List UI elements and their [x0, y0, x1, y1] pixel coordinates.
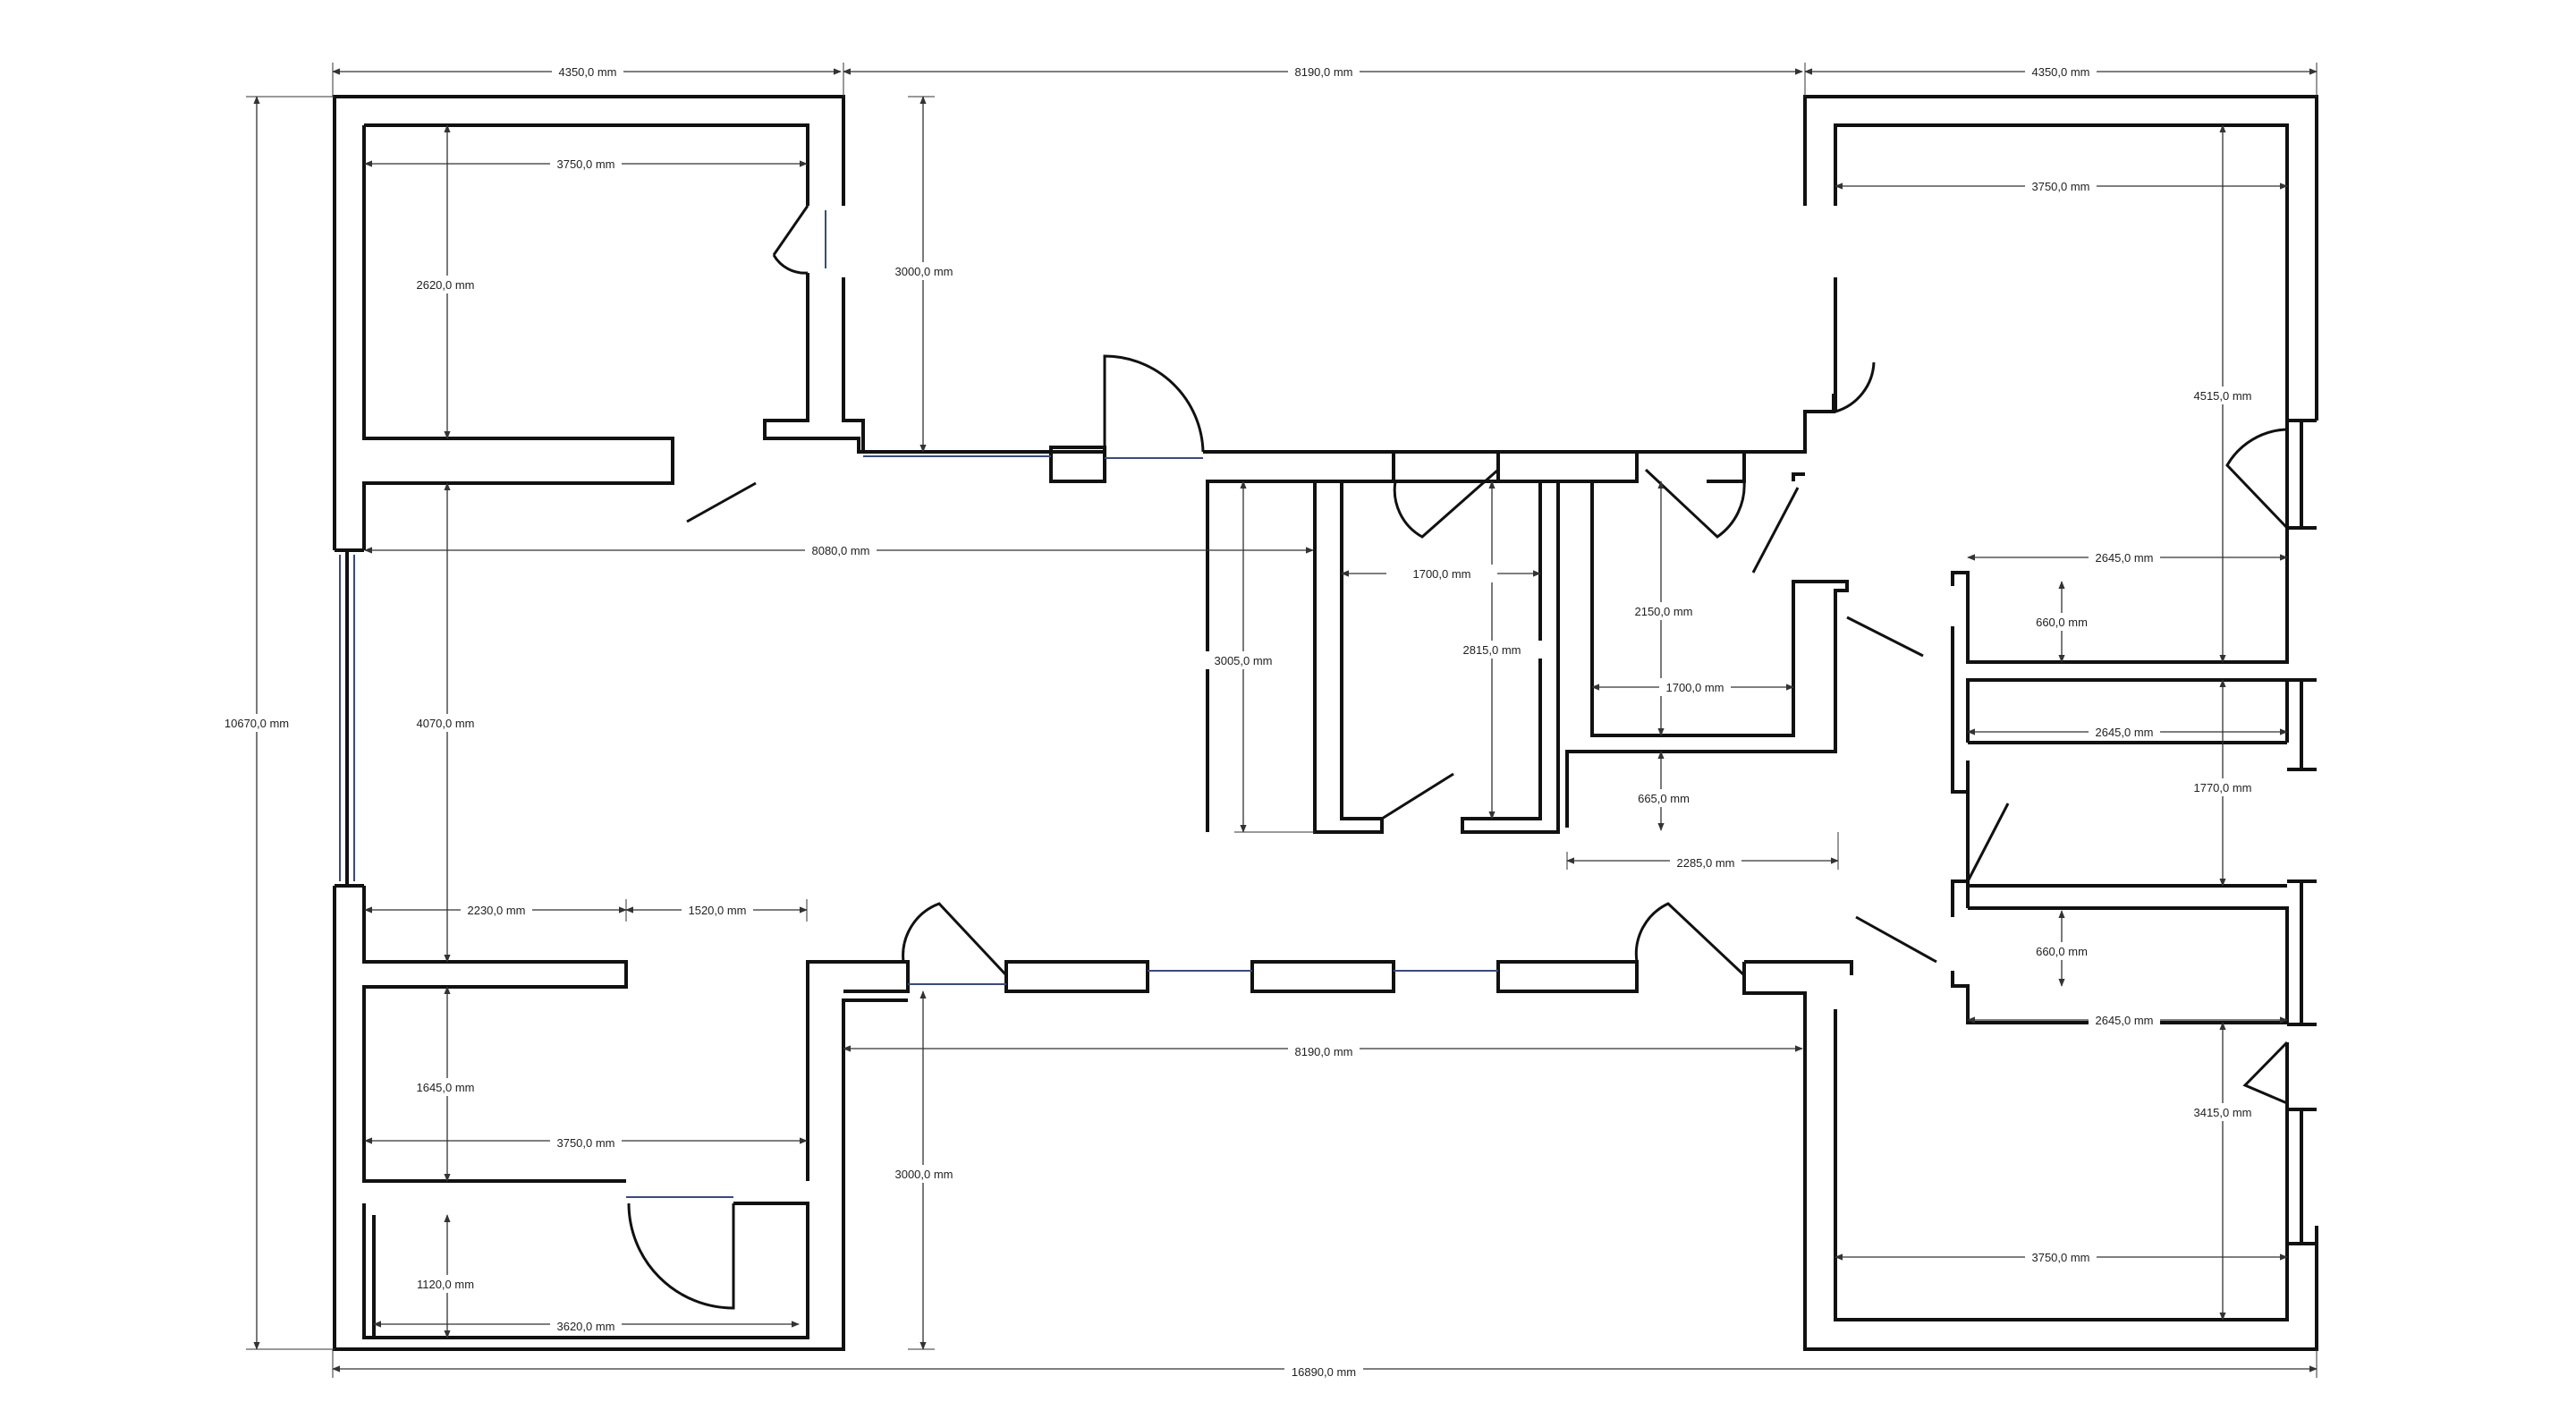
north-corridor-wall-4	[1637, 450, 1746, 483]
windows	[339, 210, 1498, 1198]
door-closet2	[1966, 803, 2010, 882]
dim-label-storage-width: 3620,0 mm	[556, 1320, 614, 1333]
door-se-north	[1855, 915, 1937, 964]
dim-label-north-recess: 3000,0 mm	[894, 265, 953, 278]
south-corridor-wall-2	[1004, 960, 1149, 993]
door-west-hall	[686, 481, 757, 523]
north-corridor-wall-2	[1394, 450, 1500, 483]
dim-label-living-width: 8080,0 mm	[811, 544, 869, 557]
dim-label-closet1-depth: 660,0 mm	[2036, 616, 2088, 629]
dim-label-hall-offset: 665,0 mm	[1638, 792, 1690, 805]
dimension-labels: 4350,0 mm 8190,0 mm 4350,0 mm 3750,0 mm …	[194, 63, 2278, 1381]
bath1-east-wall	[1461, 480, 1560, 834]
south-corridor-wall-3	[1250, 960, 1395, 993]
door-bath1-lower	[1381, 772, 1454, 820]
dim-label-bath1-width: 1700,0 mm	[1412, 567, 1470, 581]
door-ne-east	[2225, 428, 2289, 530]
north-window-jambs	[1049, 446, 1106, 483]
se-room-wall	[1951, 879, 1970, 917]
door-hall-north	[1751, 487, 1800, 574]
dim-label-top-left: 4350,0 mm	[558, 65, 616, 79]
dim-label-storage-height: 1120,0 mm	[417, 1278, 474, 1291]
door-entry	[1103, 354, 1205, 453]
west-wing-outer-wall-lower	[333, 886, 908, 1351]
dim-label-south-center: 8190,0 mm	[1294, 1045, 1352, 1058]
west-facade-wall	[335, 548, 364, 888]
closet2-wall	[1966, 678, 2289, 744]
dim-label-ne-width: 3750,0 mm	[2031, 180, 2089, 193]
bath2-east-wall	[1742, 472, 1805, 483]
window-north	[863, 455, 1203, 459]
dim-label-top-center: 8190,0 mm	[1294, 65, 1352, 79]
window-west	[339, 555, 355, 881]
dim-label-closet1-width: 2645,0 mm	[2095, 551, 2153, 565]
south-corridor-wall-5	[1744, 960, 1853, 975]
dim-label-sw-right: 1520,0 mm	[688, 904, 746, 917]
dim-label-sw-left: 2230,0 mm	[467, 904, 525, 917]
east-wing-outer-wall	[1803, 95, 2318, 421]
door-storage	[627, 1202, 735, 1310]
doors	[627, 205, 2289, 1310]
closet3-wall	[1951, 906, 2289, 1024]
dim-label-nw-height: 2620,0 mm	[416, 278, 474, 292]
door-se-east	[2242, 1041, 2289, 1105]
dim-label-closet2-width: 2645,0 mm	[2095, 726, 2153, 739]
south-corridor-wall-4	[1496, 960, 1639, 993]
dim-label-nw-width: 3750,0 mm	[556, 157, 614, 171]
dim-label-se-width: 3750,0 mm	[2031, 1251, 2089, 1264]
dim-label-south-recess: 3000,0 mm	[894, 1168, 953, 1181]
dimension-lines	[253, 68, 2318, 1372]
door-closet1	[1846, 616, 1924, 658]
dim-label-closet3-width: 2645,0 mm	[2095, 1014, 2153, 1027]
bath2-wall	[1565, 481, 1849, 828]
walls	[333, 95, 2318, 1351]
door-south-2	[1634, 902, 1746, 977]
sw-room-wall	[362, 886, 628, 1183]
bath1-wall	[1313, 481, 1384, 834]
door-bath1	[1393, 468, 1499, 539]
south-corridor-wall	[808, 960, 910, 993]
window-south	[908, 970, 1498, 985]
nw-room-east-wall	[763, 273, 865, 454]
nw-room-wall-top	[364, 123, 809, 206]
closet1-wall	[1951, 626, 1968, 794]
dim-label-hall-width: 2285,0 mm	[1676, 856, 1734, 870]
dim-label-bath2-width: 1700,0 mm	[1665, 681, 1724, 694]
east-jambs	[2287, 419, 2317, 1245]
dim-label-sw-room-height: 1645,0 mm	[416, 1081, 474, 1094]
nw-room-wall	[362, 125, 674, 550]
dim-label-overall-height: 10670,0 mm	[225, 717, 289, 730]
dim-label-sw-room-width: 3750,0 mm	[556, 1136, 614, 1150]
dim-label-bath2-height: 2150,0 mm	[1634, 605, 1692, 618]
north-corridor-wall-3	[1498, 450, 1639, 483]
door-bath2	[1644, 468, 1746, 539]
se-room-walls	[1834, 1009, 2289, 1321]
east-wing-outer-wall-lower	[1742, 962, 2318, 1351]
dim-label-se-height: 3415,0 mm	[2193, 1106, 2251, 1119]
west-wing-outer-wall	[333, 95, 845, 550]
sw-east-wall	[806, 960, 843, 1181]
north-corridor-step	[1744, 394, 1835, 454]
dim-label-overall-width: 16890,0 mm	[1292, 1365, 1356, 1379]
dim-label-bath1-height: 2815,0 mm	[1462, 643, 1521, 657]
dim-label-top-right: 4350,0 mm	[2031, 65, 2089, 79]
storage-wall	[362, 1202, 809, 1339]
ne-room-wall	[1834, 123, 2289, 664]
dim-label-ne-height: 4515,0 mm	[2193, 389, 2251, 403]
dim-label-closet-gap: 1770,0 mm	[2193, 781, 2251, 794]
door-south-1	[902, 902, 1008, 977]
extension-lines	[246, 63, 2318, 1378]
door-nw-room	[772, 205, 809, 275]
door-ne-room	[1834, 344, 1876, 414]
dim-label-hall-depth: 3005,0 mm	[1214, 654, 1272, 667]
dim-label-closet3-depth: 660,0 mm	[2036, 945, 2088, 958]
dim-label-living-height: 4070,0 mm	[416, 717, 474, 730]
